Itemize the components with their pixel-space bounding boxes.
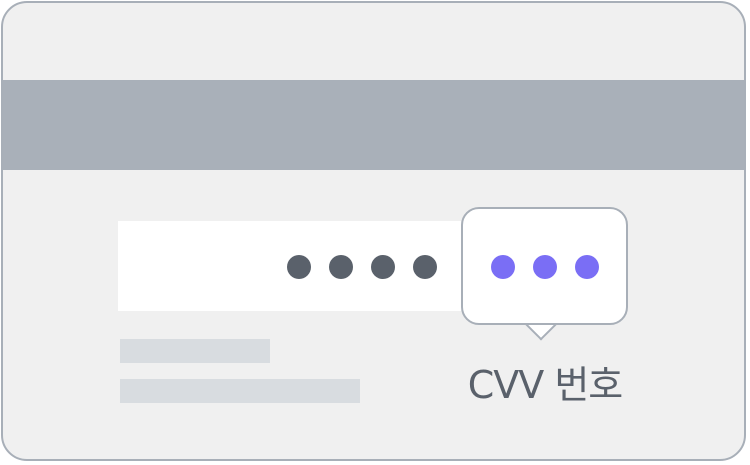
masked-digit-dot — [329, 255, 353, 279]
placeholder-line-short — [120, 339, 270, 363]
cvc-digit-dot — [575, 255, 599, 279]
placeholder-line-long — [120, 379, 360, 403]
cvc-digit-dot — [491, 255, 515, 279]
masked-digit-dot — [371, 255, 395, 279]
cvc-digit-dot — [533, 255, 557, 279]
masked-digit-dot — [413, 255, 437, 279]
cvc-label: CVV 번호 — [467, 363, 624, 407]
masked-digit-dot — [287, 255, 311, 279]
magnetic-stripe — [3, 80, 744, 170]
